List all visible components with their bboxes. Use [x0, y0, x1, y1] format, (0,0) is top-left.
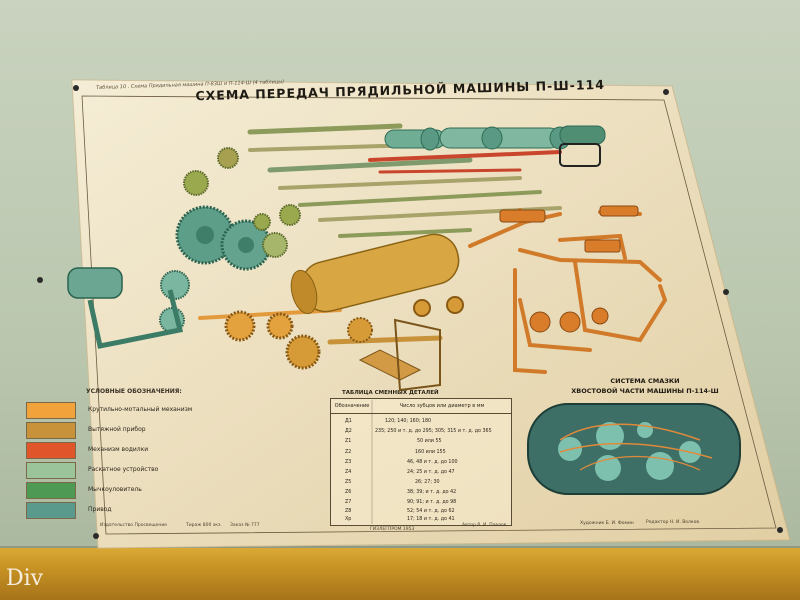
- motor-drive: [67, 267, 184, 349]
- table-cell: Z4: [345, 470, 352, 475]
- table-cell: 90; 91; и т. д. до 98: [407, 500, 457, 505]
- table-cell: Д1: [345, 419, 352, 424]
- pin: [37, 277, 43, 283]
- lubrication-title-line: ХВОСТОВОЙ ЧАСТИ МАШИНЫ П-114-Ш: [571, 387, 719, 395]
- legend-item: Раскатное устройство: [22, 462, 322, 479]
- table-cell: 38; 39; и т. д. до 42: [407, 490, 457, 495]
- legend-swatch: [26, 422, 76, 439]
- legend-label: Крутильно-мотальный механизм: [88, 406, 193, 413]
- footer-editor: Редактор Н. И. Волков: [646, 520, 700, 525]
- table-cell: 24; 25 и т. д. до 47: [407, 470, 455, 475]
- pin: [93, 533, 99, 539]
- table-cell: Д2: [345, 429, 352, 434]
- table-cell: Z1: [345, 439, 352, 444]
- lower-gears: [224, 296, 464, 392]
- footer-author: Автор Р. И. Павлов: [462, 523, 507, 528]
- legend-item: Мычкоуловитель: [22, 482, 322, 499]
- shafts: [198, 123, 562, 345]
- table-column-header: Число зубцов или диаметр в мм: [373, 399, 511, 414]
- table-cell: Z2: [345, 450, 352, 455]
- legend-item: Вытяжной прибор: [22, 422, 322, 439]
- footer-print-run: Тираж 800 экз.: [186, 523, 222, 528]
- legend-swatch: [26, 482, 76, 499]
- table-cell: 160 или 155: [415, 450, 446, 455]
- legend-heading: УСЛОВНЫЕ ОБОЗНАЧЕНИЯ:: [86, 388, 182, 395]
- watermark: Div: [6, 566, 44, 591]
- table-cell: 50 или 55: [417, 439, 442, 444]
- table-title: ТАБЛИЦА СМЕННЫХ ДЕТАЛЕЙ: [342, 390, 439, 396]
- footer-order: Заказ № 777: [230, 523, 260, 528]
- legend-swatch: [26, 402, 76, 419]
- legend-label: Механизм водилки: [88, 446, 149, 453]
- pin: [777, 527, 783, 533]
- table-cell: Z5: [345, 480, 352, 485]
- legend-label: Раскатное устройство: [88, 466, 159, 473]
- legend-item: Привод: [22, 502, 322, 519]
- table-cell: Z7: [345, 500, 352, 505]
- legend-swatch: [26, 462, 76, 479]
- baseboard: [0, 548, 800, 600]
- footer-publisher: Издательство Просвещение: [100, 523, 168, 528]
- legend-swatch: [26, 442, 76, 459]
- table-cell: 26; 27; 30: [415, 480, 440, 485]
- table-cell: Z8: [345, 509, 352, 514]
- legend-label: Привод: [88, 506, 112, 513]
- main-roller: [290, 233, 460, 315]
- pin: [663, 89, 669, 95]
- table-cell: Хр: [345, 517, 352, 522]
- pin: [73, 85, 79, 91]
- legend-item: Крутильно-мотальный механизм: [22, 402, 322, 419]
- table-cell: Z3: [345, 460, 352, 465]
- table-cell: 17; 18 и т. д. до 41: [407, 517, 455, 522]
- lubrication-diagram: [527, 403, 741, 495]
- footer-artist: Художник Б. И. Фомин: [580, 521, 634, 526]
- table-column-header: Обозначение: [331, 399, 373, 414]
- legend-label: Мычкоуловитель: [88, 486, 142, 493]
- lubrication-title-line: СИСТЕМА СМАЗКИ: [610, 377, 680, 385]
- right-mechanism-parts: [499, 205, 639, 333]
- table-cell: 46, 48 и т. д. до 100: [407, 460, 458, 465]
- table-cell: 120; 140; 160; 180: [385, 419, 432, 424]
- legend-label: Вытяжной прибор: [88, 426, 146, 433]
- footer-center: ГИЗЛЕГПРОМ 1953: [370, 527, 415, 532]
- table-cell: 52; 54 и т. д. до 62: [407, 509, 455, 514]
- legend-item: Механизм водилки: [22, 442, 322, 459]
- table-cell: Z6: [345, 490, 352, 495]
- table-cell: 235; 250 и т. д. до 295; 305; 315 и т. д…: [375, 429, 492, 434]
- pin: [723, 289, 729, 295]
- lubrication-title: СИСТЕМА СМАЗКИ ХВОСТОВОЙ ЧАСТИ МАШИНЫ П-…: [560, 376, 730, 396]
- legend-swatch: [26, 502, 76, 519]
- parts-table: Обозначение Число зубцов или диаметр в м…: [330, 398, 512, 526]
- top-drums: [384, 125, 606, 167]
